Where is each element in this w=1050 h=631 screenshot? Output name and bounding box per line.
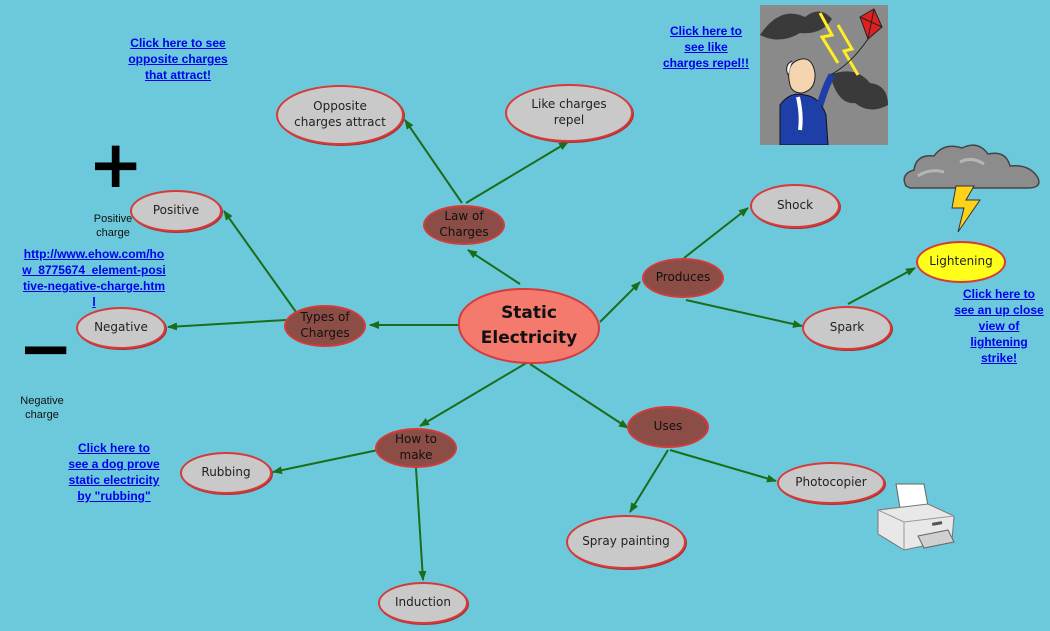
link-opposite-charges-attract[interactable]: Click here to see opposite charges that … [128, 36, 228, 82]
center-node-static-electricity[interactable]: Static Electricity [458, 288, 600, 364]
arrow-howto-to-induction [415, 467, 427, 581]
arrow-types-to-positive [223, 210, 297, 313]
label-positive-charge: Positive charge [93, 213, 133, 239]
node-shock[interactable]: Shock [750, 184, 840, 228]
arrow-center-to-howto [419, 361, 529, 427]
link-like-charges-repel[interactable]: Click here to see like charges repel!! [662, 24, 750, 70]
storm-cloud-lightning-icon [903, 144, 1040, 233]
arrow-uses-to-spray [629, 449, 669, 513]
link-lightening-strike[interactable]: Click here to see an up close view of li… [954, 287, 1044, 365]
node-how-to-make[interactable]: How to make [375, 428, 457, 468]
node-spray-painting[interactable]: Spray painting [566, 515, 686, 569]
arrow-center-to-uses [529, 363, 629, 429]
minus-symbol: − [18, 310, 74, 387]
arrow-spark-to-lightening [847, 267, 916, 305]
arrow-law-to-like [465, 141, 569, 204]
node-induction[interactable]: Induction [378, 582, 468, 624]
printer-icon [877, 483, 955, 551]
node-lightening[interactable]: Lightening [916, 241, 1006, 283]
node-negative[interactable]: Negative [76, 307, 166, 349]
arrow-types-to-negative [167, 319, 287, 331]
label-negative-charge: Negative charge [20, 395, 64, 421]
arrow-uses-to-photocopier [669, 449, 777, 483]
arrow-howto-to-rubbing [272, 449, 379, 475]
arrow-center-to-law [467, 249, 521, 285]
arrow-law-to-opposite [404, 119, 463, 204]
arrow-produces-to-spark [685, 299, 803, 328]
link-dog-rubbing[interactable]: Click here to see a dog prove static ele… [68, 441, 160, 503]
node-like-charges-repel[interactable]: Like charges repel [505, 84, 633, 142]
node-spark[interactable]: Spark [802, 306, 892, 350]
arrow-produces-to-shock [683, 207, 749, 259]
arrow-center-to-produces [599, 281, 641, 323]
node-uses[interactable]: Uses [627, 406, 709, 448]
node-law-of-charges[interactable]: Law of Charges [423, 205, 505, 245]
node-types-of-charges[interactable]: Types of Charges [284, 305, 366, 347]
node-photocopier[interactable]: Photocopier [777, 462, 885, 504]
node-opposite-charges-attract[interactable]: Opposite charges attract [276, 85, 404, 145]
node-positive[interactable]: Positive [130, 190, 222, 232]
benjamin-franklin-kite-icon[interactable] [760, 5, 888, 145]
node-rubbing[interactable]: Rubbing [180, 452, 272, 494]
node-produces[interactable]: Produces [642, 258, 724, 298]
link-ehow-article[interactable]: http://www.ehow.com/how_8775674_element-… [22, 247, 166, 309]
plus-symbol: + [88, 126, 144, 203]
